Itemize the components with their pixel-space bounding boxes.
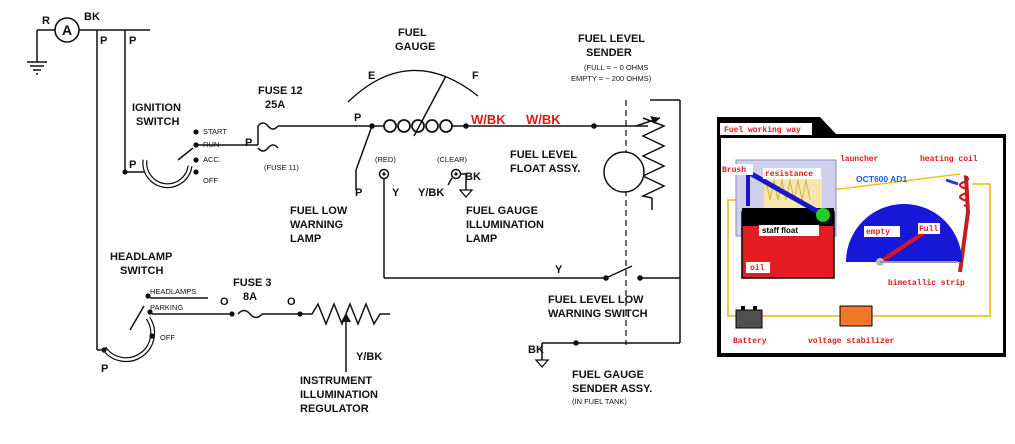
ignition-switch-title-2: SWITCH bbox=[136, 116, 179, 128]
voltage-stabilizer-box bbox=[839, 305, 873, 327]
wire-code-p-ign2: P bbox=[245, 137, 252, 149]
label-heating-coil: heating coil bbox=[920, 155, 978, 164]
ignition-pos-start: START bbox=[203, 127, 227, 136]
fuel-level-sender bbox=[603, 99, 681, 345]
sender-full-note: (FULL = ~ 0 OHMS bbox=[584, 63, 648, 72]
sender-assy-line1: FUEL GAUGE bbox=[572, 369, 644, 381]
ignition-switch-title-1: IGNITION bbox=[132, 102, 181, 114]
wire-code-p2: P bbox=[129, 35, 136, 47]
fuse3-line2: 8A bbox=[243, 291, 257, 303]
sender-assy-line2: SENDER ASSY. bbox=[572, 383, 652, 395]
low-lamp-line3: LAMP bbox=[290, 233, 321, 245]
float-ball bbox=[816, 208, 830, 222]
label-model: OCT600 AD1 bbox=[856, 174, 907, 184]
sender-assy-note: (IN FUEL TANK) bbox=[572, 397, 627, 406]
regulator-line1: INSTRUMENT bbox=[300, 375, 372, 387]
heating-coil bbox=[958, 174, 971, 273]
fuel-gauge-face bbox=[846, 204, 962, 266]
headlamp-pos-headlamps: HEADLAMPS bbox=[150, 287, 196, 296]
sender-line1: FUEL LEVEL bbox=[578, 33, 645, 45]
animation-panel: Fuel working way staff float oil Brush r… bbox=[717, 117, 1006, 357]
fuel-low-warning-switch bbox=[603, 265, 680, 281]
wiring-schematic: R A BK P P IGNITION SWITCH START RUN ACC… bbox=[27, 11, 681, 415]
sender-empty-note: EMPTY = ~ 200 OHMS) bbox=[571, 74, 652, 83]
panel-title: Fuel working way bbox=[724, 126, 801, 135]
sender-line2: SENDER bbox=[586, 47, 632, 59]
fuel-gauge-line1: FUEL bbox=[398, 27, 427, 39]
fuel-gauge-line2: GAUGE bbox=[395, 41, 435, 53]
wire-code-p-ign: P bbox=[129, 159, 136, 171]
regulator-line2: ILLUMINATION bbox=[300, 389, 378, 401]
fuse3 bbox=[229, 309, 303, 319]
float-line1: FUEL LEVEL bbox=[510, 149, 577, 161]
wire-code-y-lamp: Y bbox=[392, 187, 400, 199]
lamp-clear-note: (CLEAR) bbox=[437, 155, 468, 164]
battery-icon bbox=[735, 306, 763, 329]
label-brush: Brush bbox=[722, 166, 746, 175]
wire-code-ybk-reg: Y/BK bbox=[356, 351, 382, 363]
ignition-pos-off: OFF bbox=[203, 176, 218, 185]
headlamp-switch-title-1: HEADLAMP bbox=[110, 251, 172, 263]
wire-code-o2: O bbox=[287, 296, 296, 308]
ammeter: A bbox=[54, 17, 80, 43]
wire-code-o1: O bbox=[220, 296, 229, 308]
label-battery: Battery bbox=[733, 337, 767, 346]
label-launcher: launcher bbox=[840, 155, 879, 164]
headlamp-switch-title-2: SWITCH bbox=[120, 265, 163, 277]
wire-code-y-switch: Y bbox=[555, 264, 563, 276]
wire-code-bk-sender: BK bbox=[528, 344, 544, 356]
float-line2: FLOAT ASSY. bbox=[510, 163, 580, 175]
low-lamp-line2: WARNING bbox=[290, 219, 343, 231]
illum-lamp-line1: FUEL GAUGE bbox=[466, 205, 538, 217]
label-resistance: resistance bbox=[765, 170, 813, 179]
wire-code-p-gauge: P bbox=[354, 112, 361, 124]
wire-code-ybk-lamp: Y/BK bbox=[418, 187, 444, 199]
wire-code-p-lamp: P bbox=[355, 187, 362, 199]
wire-code-p-headlamp: P bbox=[101, 363, 108, 375]
low-switch-line1: FUEL LEVEL LOW bbox=[548, 294, 644, 306]
instrument-illumination-regulator bbox=[300, 301, 390, 372]
ammeter-symbol: A bbox=[62, 22, 72, 38]
wire-code-wbk1: W/BK bbox=[471, 112, 506, 127]
wire-code-bk-lamp: BK bbox=[465, 171, 481, 183]
ignition-switch bbox=[122, 129, 199, 189]
wire-code-wbk2: W/BK bbox=[526, 112, 561, 127]
label-full: Full bbox=[919, 225, 938, 234]
fuel-gauge-symbol bbox=[347, 69, 479, 137]
label-oil: oil bbox=[750, 264, 765, 273]
fuse12 bbox=[196, 122, 360, 152]
low-lamp-line1: FUEL LOW bbox=[290, 205, 348, 217]
label-voltage-stabilizer: voltage stabilizer bbox=[808, 337, 895, 346]
ignition-pos-acc: ACC. bbox=[203, 155, 221, 164]
wire-code-p1: P bbox=[100, 35, 107, 47]
battery-ground-symbol bbox=[27, 30, 47, 75]
wire-code-bk-top: BK bbox=[84, 11, 100, 23]
illum-lamp-line3: LAMP bbox=[466, 233, 497, 245]
fuse12-line1: FUSE 12 bbox=[258, 85, 303, 97]
gauge-empty-mark: E bbox=[368, 70, 375, 82]
illum-lamp-line2: ILLUMINATION bbox=[466, 219, 544, 231]
gauge-full-mark: F bbox=[472, 70, 479, 82]
label-empty: empty bbox=[866, 228, 890, 237]
wire-code-r: R bbox=[42, 15, 50, 27]
label-staff-float: staff float bbox=[762, 226, 798, 235]
float-arm bbox=[746, 169, 824, 217]
headlamp-switch bbox=[97, 293, 230, 363]
resistance-element bbox=[764, 176, 822, 208]
fuse3-line1: FUSE 3 bbox=[233, 277, 272, 289]
lamp-red-note: (RED) bbox=[375, 155, 396, 164]
label-bimetallic-strip: bimetallic strip bbox=[888, 279, 965, 288]
headlamp-pos-off: OFF bbox=[160, 333, 175, 342]
regulator-line3: REGULATOR bbox=[300, 403, 369, 415]
fuse12-line2: 25A bbox=[265, 99, 285, 111]
fuse12-note: (FUSE 11) bbox=[264, 163, 299, 172]
low-switch-line2: WARNING SWITCH bbox=[548, 308, 648, 320]
headlamp-pos-parking: PARKING bbox=[150, 303, 183, 312]
fuel-low-warning-lamp-symbol bbox=[378, 168, 390, 278]
gauge-illumination-lamp-symbol bbox=[447, 168, 474, 198]
